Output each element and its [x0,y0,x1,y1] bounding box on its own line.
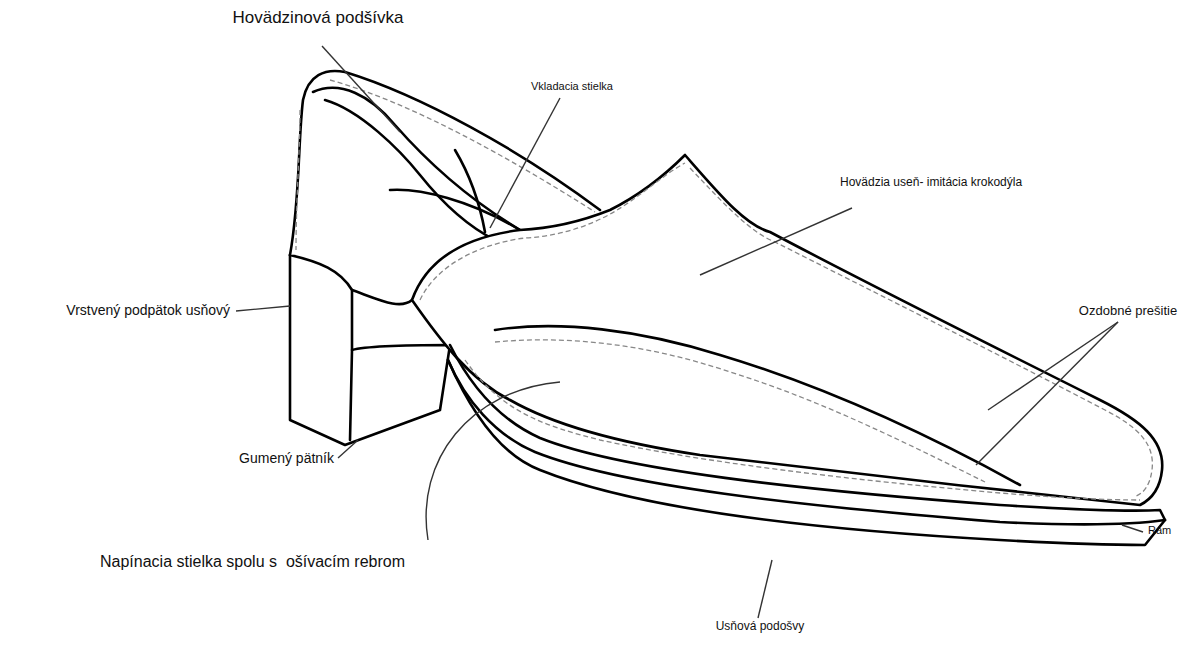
part-label: Vkladacia stielka [531,80,613,93]
part-label: Gumený pätník [239,450,334,466]
part-label: Napínacia stielka spolu s ošívacím rebro… [100,553,405,571]
part-label: Vrstvený podpätok usňový [66,302,230,318]
part-label: Ozdobné prešitie [1079,304,1177,319]
part-label: Rám [1148,524,1171,537]
part-label: Hovädzia useň- imitácia krokodýla [840,176,1022,190]
part-label: Hovädzinová podšívka [232,8,403,28]
part-label: Usňová podošvy [716,620,805,634]
